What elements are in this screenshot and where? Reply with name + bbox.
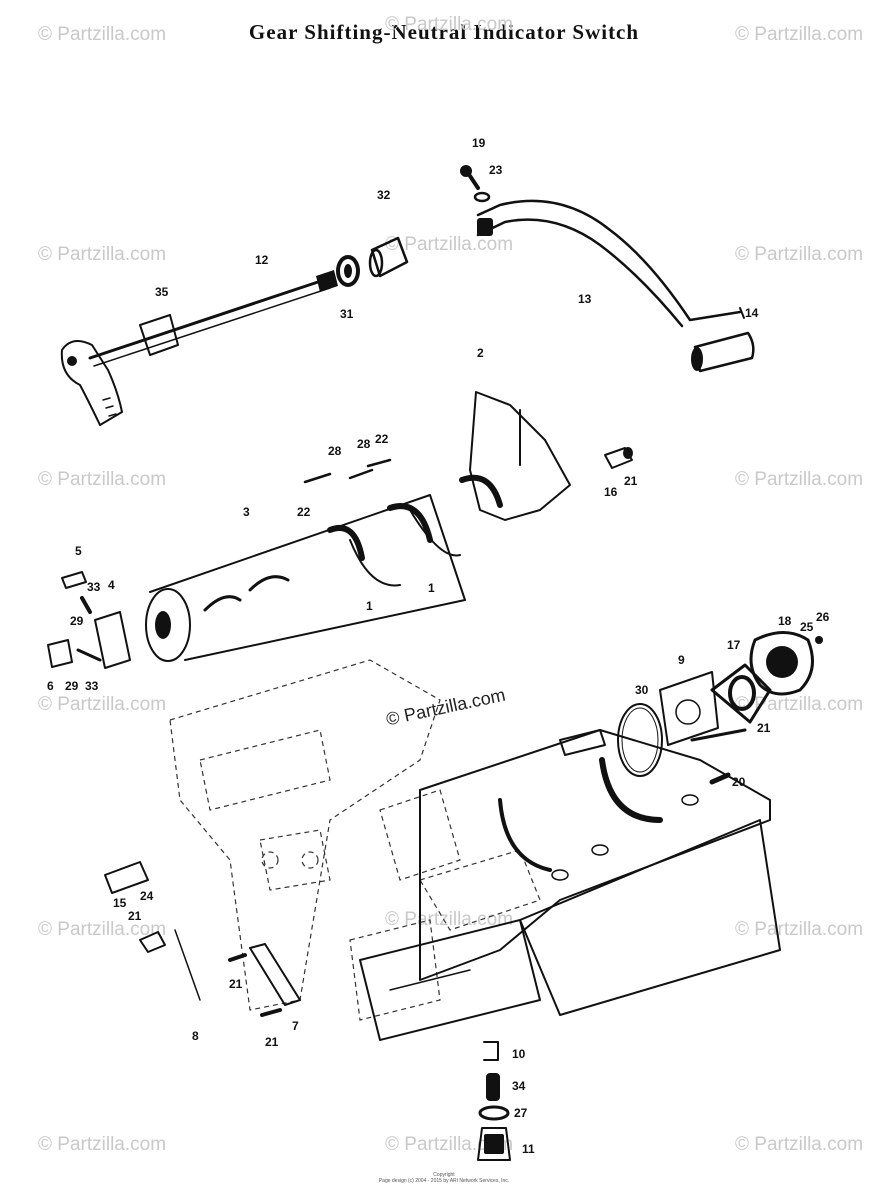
callout-7: 7	[292, 1019, 299, 1033]
callout-18: 18	[778, 614, 792, 628]
watermark-text: © Partzilla.com	[385, 14, 513, 35]
callout-14: 14	[745, 306, 759, 320]
screw-16	[604, 447, 633, 469]
watermark-text: © Partzilla.com	[38, 1134, 166, 1155]
callout-28: 28	[328, 444, 342, 458]
watermark-text: © Partzilla.com	[385, 234, 513, 255]
oil-seal-31	[336, 255, 360, 287]
callout-labels: 19 23 32 12 35 31 13 14 2 28 28 22 16 21…	[47, 136, 830, 1156]
callout-8: 8	[192, 1029, 199, 1043]
callout-23: 23	[489, 163, 503, 177]
shift-pedal-13	[476, 199, 745, 328]
page-title: Gear Shifting-Neutral Indicator Switch	[248, 20, 640, 44]
watermark-text: © Partzilla.com	[735, 694, 863, 715]
watermark-text: © Partzilla.com	[735, 1134, 863, 1155]
watermark-layer: © Partzilla.com © Partzilla.com © Partzi…	[38, 14, 863, 1155]
callout-35: 35	[155, 285, 169, 299]
callout-13: 13	[578, 292, 592, 306]
callout-3: 3	[243, 505, 250, 519]
callout-2: 2	[477, 346, 484, 360]
callout-19: 19	[472, 136, 486, 150]
callout-20: 20	[732, 775, 746, 789]
callout-10: 10	[512, 1047, 526, 1061]
watermark-text: © Partzilla.com	[735, 469, 863, 490]
callout-34: 34	[512, 1079, 526, 1093]
watermark-text: © Partzilla.com	[38, 244, 166, 265]
watermark-text: © Partzilla.com	[735, 24, 863, 45]
contact-plate-9	[659, 671, 719, 746]
callout-21: 21	[229, 977, 243, 991]
callout-26: 26	[816, 610, 830, 624]
callout-22: 22	[297, 505, 311, 519]
callout-33: 33	[87, 580, 101, 594]
watermark-text: © Partzilla.com	[735, 244, 863, 265]
callout-1: 1	[366, 599, 373, 613]
drum-cam-parts	[47, 571, 131, 669]
callout-22: 22	[375, 432, 389, 446]
pedal-rubber-14	[691, 331, 755, 373]
watermark-text: © Partzilla.com	[735, 919, 863, 940]
o-ring-30	[617, 703, 663, 777]
pins-28	[303, 458, 392, 484]
callout-24: 24	[140, 889, 154, 903]
watermark-text: © Partzilla.com	[38, 694, 166, 715]
watermark-text: © Partzilla.com	[385, 909, 513, 930]
callout-4: 4	[108, 578, 115, 592]
shift-fork-2	[459, 391, 571, 521]
shift-drum-3	[145, 494, 466, 662]
callout-32: 32	[377, 188, 391, 202]
callout-29: 29	[65, 679, 79, 693]
callout-29: 29	[70, 614, 84, 628]
neutral-switch-18	[749, 631, 823, 696]
screws-right	[690, 728, 747, 785]
watermark-text: © Partzilla.com	[38, 469, 166, 490]
callout-28: 28	[357, 437, 371, 451]
callout-16: 16	[604, 485, 618, 499]
bushing-32	[368, 236, 409, 278]
gasket-17	[710, 663, 772, 724]
callout-5: 5	[75, 544, 82, 558]
callout-31: 31	[340, 307, 354, 321]
watermark-center-text: © Partzilla.com	[384, 685, 507, 730]
shift-shaft-12	[60, 270, 338, 426]
watermark-text: © Partzilla.com	[38, 24, 166, 45]
callout-11: 11	[522, 1142, 535, 1156]
callout-1: 1	[428, 581, 435, 595]
callout-33: 33	[85, 679, 99, 693]
callout-27: 27	[514, 1106, 528, 1120]
watermark-text: © Partzilla.com	[38, 919, 166, 940]
lower-left-parts	[104, 861, 301, 1017]
callout-25: 25	[800, 620, 814, 634]
page-footer: Copyright Page design (c) 2004 - 2015 by…	[0, 1172, 888, 1184]
callout-6: 6	[47, 679, 54, 693]
bolt-19	[460, 165, 491, 203]
footer-copyright: Copyright	[433, 1172, 455, 1178]
callout-15: 15	[113, 896, 127, 910]
callout-21: 21	[624, 474, 638, 488]
callout-17: 17	[727, 638, 741, 652]
crankcase-main	[359, 729, 781, 1041]
crankcase-outline	[169, 659, 541, 1021]
callout-21: 21	[757, 721, 771, 735]
callout-12: 12	[255, 253, 269, 267]
footer-credit: Page design (c) 2004 - 2015 by ARI Netwo…	[378, 1178, 510, 1184]
callout-30: 30	[635, 683, 649, 697]
drain-plug-parts	[477, 1041, 511, 1161]
callout-9: 9	[678, 653, 685, 667]
callout-21: 21	[265, 1035, 279, 1049]
callout-21: 21	[128, 909, 142, 923]
